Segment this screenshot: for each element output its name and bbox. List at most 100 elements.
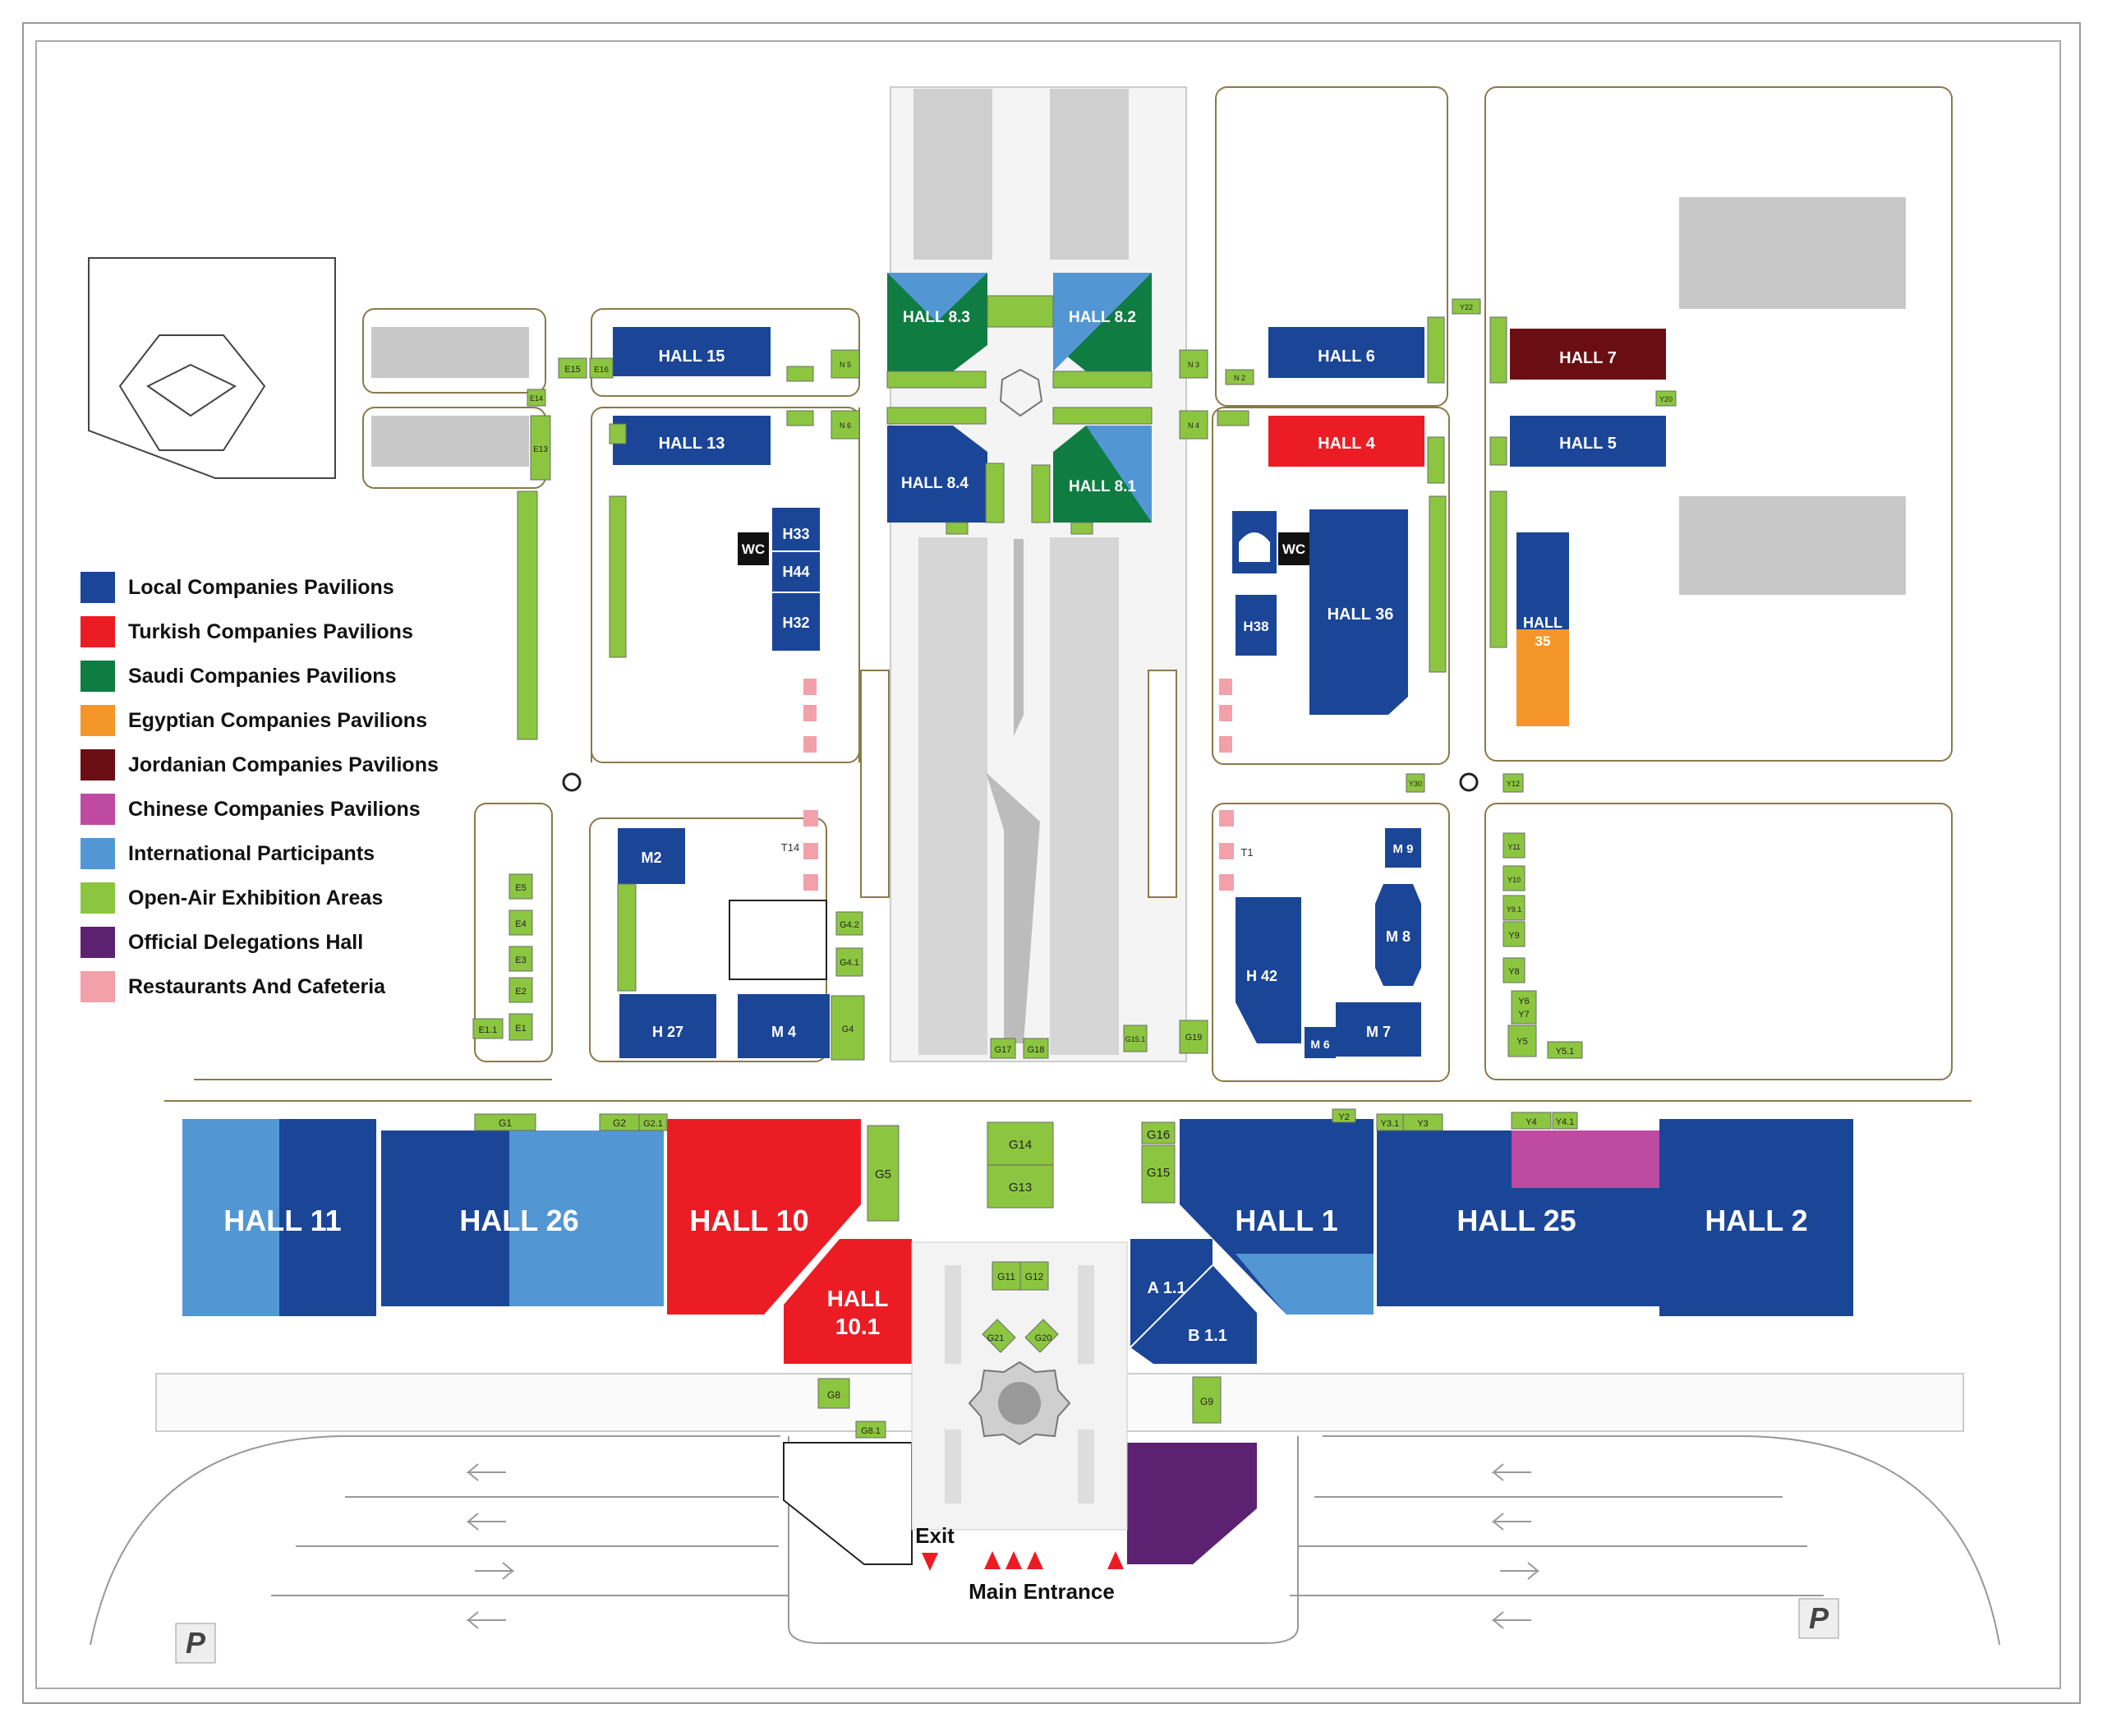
e16[interactable]: E16 [589,357,614,379]
y12[interactable]: Y12 [1502,773,1524,793]
n6[interactable]: N 6 [831,410,860,440]
y4[interactable]: Y4 [1511,1112,1552,1130]
h33[interactable]: H33 [772,508,820,550]
e1-1[interactable]: E1.1 [472,1018,504,1039]
y3-1[interactable]: Y3.1 [1376,1113,1404,1131]
g21[interactable]: G21 [982,1319,1016,1353]
hall-15[interactable]: HALL 15 [613,327,771,376]
hall-26[interactable]: HALL 26 [381,1130,664,1306]
n5[interactable]: N 5 [831,349,860,379]
hall-4[interactable]: HALL 4 [1268,416,1424,467]
svg-text:HALL 10: HALL 10 [689,1204,808,1237]
e15[interactable]: E15 [558,357,587,379]
hall-36[interactable]: HALL 36 [1309,509,1408,715]
e14[interactable]: E14 [527,389,546,407]
m6[interactable]: M 6 [1305,1027,1336,1058]
hall-6[interactable]: HALL 6 [1268,327,1424,378]
hall-a-1-1[interactable]: A 1.1 [1130,1239,1213,1347]
h44[interactable]: H44 [772,552,820,592]
g14[interactable]: G14 [987,1121,1054,1166]
hall-1[interactable]: HALL 1 [1180,1119,1374,1315]
g1[interactable]: G1 [474,1113,536,1131]
m7[interactable]: M 7 [1336,1002,1421,1057]
g16[interactable]: G16 [1141,1121,1176,1144]
y11[interactable]: Y11 [1502,832,1525,859]
official-delegations-hall[interactable] [1127,1443,1257,1564]
y8[interactable]: Y8 [1502,957,1525,983]
y2[interactable]: Y2 [1332,1108,1356,1123]
g2-1[interactable]: G2.1 [638,1113,668,1131]
svg-text:G16: G16 [1147,1128,1170,1142]
n3[interactable]: N 3 [1179,349,1208,379]
n4[interactable]: N 4 [1179,410,1208,440]
g4-1[interactable]: G4.1 [835,947,863,977]
legend-swatch [81,838,115,869]
y30[interactable]: Y30 [1406,773,1425,793]
y22[interactable]: Y22 [1452,298,1481,315]
m9[interactable]: M 9 [1385,828,1421,868]
y10[interactable]: Y10 [1502,865,1525,891]
y5[interactable]: Y5 [1507,1025,1537,1057]
m8[interactable]: M 8 [1375,884,1421,986]
svg-text:10.1: 10.1 [835,1314,881,1339]
e13[interactable]: E13 [530,415,551,481]
legend-item-chinese: Chinese Companies Pavilions [81,787,458,831]
hall-8-3[interactable]: HALL 8.3 [887,273,987,371]
g17[interactable]: G17 [990,1038,1016,1059]
y20[interactable]: Y20 [1655,390,1677,407]
y9-1[interactable]: Y9.1 [1502,895,1525,921]
g5[interactable]: G5 [867,1125,900,1222]
y4-1[interactable]: Y4.1 [1552,1112,1578,1130]
g8-1[interactable]: G8.1 [855,1421,886,1439]
y5-1[interactable]: Y5.1 [1547,1041,1583,1059]
g11[interactable]: G11 [992,1261,1021,1291]
svg-text:M 7: M 7 [1366,1024,1391,1040]
e3[interactable]: E3 [508,946,533,972]
e5[interactable]: E5 [508,873,533,900]
hall-13[interactable]: HALL 13 [613,416,771,465]
e1[interactable]: E1 [508,1013,533,1041]
n2[interactable]: N 2 [1225,369,1254,385]
e2[interactable]: E2 [508,977,533,1003]
g13[interactable]: G13 [987,1164,1054,1209]
hall-5[interactable]: HALL 5 [1510,416,1666,467]
h42[interactable]: H 42 [1236,897,1301,1043]
hall-7[interactable]: HALL 7 [1510,329,1666,380]
hall-11[interactable]: HALL 11 [182,1119,376,1316]
hall-10-1[interactable]: HALL 10.1 [784,1239,912,1364]
g15-1[interactable]: G15.1 [1123,1025,1148,1052]
svg-text:N 4: N 4 [1188,421,1199,430]
g19[interactable]: G19 [1179,1020,1208,1054]
svg-text:E16: E16 [594,366,609,375]
g12[interactable]: G12 [1019,1261,1049,1291]
hall-8-2[interactable]: HALL 8.2 [1053,273,1152,371]
hall-2[interactable]: HALL 2 [1659,1119,1853,1316]
hall-b-1-1[interactable]: B 1.1 [1130,1264,1257,1364]
g4-2[interactable]: G4.2 [835,911,863,936]
svg-text:M 8: M 8 [1386,928,1410,945]
hall-35[interactable]: HALL 35 [1516,532,1569,726]
y3[interactable]: Y3 [1402,1113,1443,1131]
y9[interactable]: Y9 [1502,921,1525,947]
g15[interactable]: G15 [1141,1144,1176,1204]
h27[interactable]: H 27 [619,994,716,1058]
g2[interactable]: G2 [599,1113,640,1131]
m2[interactable]: M2 [618,828,685,884]
hall-8-1[interactable]: HALL 8.1 [1053,426,1152,523]
g20[interactable]: G20 [1024,1319,1059,1353]
hall-25[interactable]: HALL 25 [1377,1130,1659,1306]
h32[interactable]: H32 [772,593,820,651]
h38[interactable]: H38 [1236,595,1277,656]
g8[interactable]: G8 [817,1378,850,1409]
svg-text:N 6: N 6 [840,421,851,430]
m4[interactable]: M 4 [738,994,830,1058]
hall-10[interactable]: HALL 10 [667,1119,861,1315]
g4[interactable]: G4 [831,995,865,1061]
e4[interactable]: E4 [508,909,533,936]
g9[interactable]: G9 [1192,1376,1222,1424]
svg-text:HALL 8.3: HALL 8.3 [903,309,970,326]
g18[interactable]: G18 [1023,1038,1049,1059]
svg-text:Y5: Y5 [1516,1037,1527,1047]
hall-8-4[interactable]: HALL 8.4 [887,426,987,523]
